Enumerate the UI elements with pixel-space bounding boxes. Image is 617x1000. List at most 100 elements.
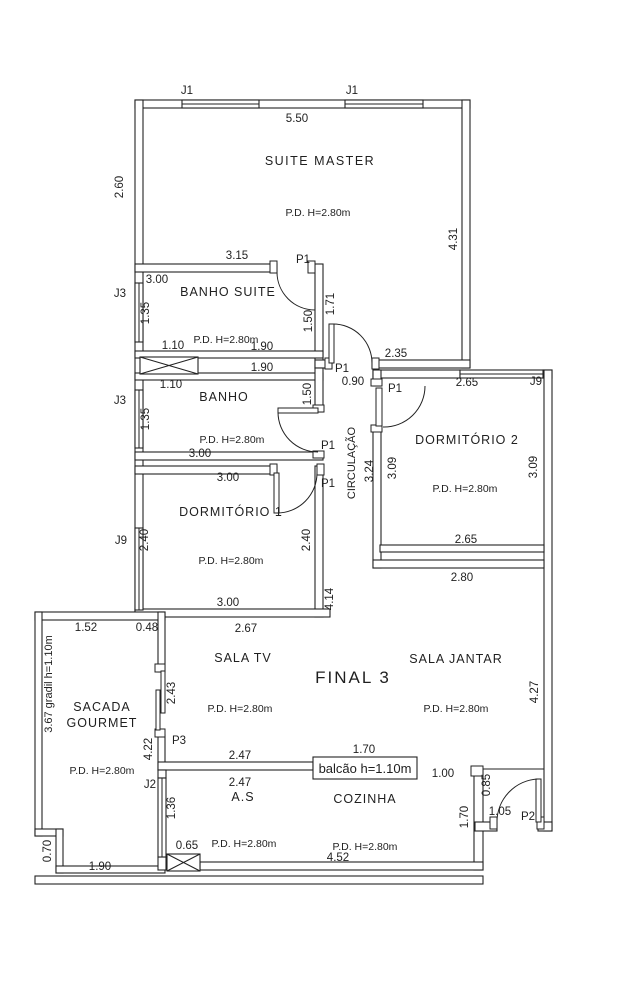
label-dim-sala-jantar-top: 2.80 — [451, 572, 473, 584]
label-window-tag-j2: J2 — [144, 779, 156, 791]
label-dim-entry-recess: 0.85 — [481, 774, 493, 796]
door-p1-dorm1 — [269, 463, 325, 514]
label-dim-passage: 1.00 — [432, 768, 454, 780]
label-pd-dormitorio-2: P.D. H=2.80m — [433, 483, 498, 495]
label-window-tag-j1-left: J1 — [181, 85, 193, 97]
shaft-banho — [139, 356, 199, 375]
window-j9-dorm2 — [459, 369, 544, 379]
label-room-sala-jantar: SALA JANTAR — [409, 652, 502, 666]
label-dim-dorm1-bottom: 3.00 — [217, 597, 239, 609]
label-door-tag-p1-banho-suite: P1 — [296, 254, 310, 266]
door-p1-suite-master — [324, 323, 380, 370]
label-dim-banho-suite-width: 3.00 — [146, 274, 168, 286]
label-dim-cozinha-bottom: 4.52 — [327, 852, 349, 864]
label-room-sacada-line1: SACADA — [73, 700, 130, 714]
label-pd-suite-master: P.D. H=2.80m — [286, 207, 351, 219]
label-dim-banho-suite-top: 3.15 — [226, 250, 248, 262]
label-dim-j3-upper: 1.35 — [140, 302, 152, 324]
door-p1-banho — [277, 404, 325, 459]
label-dim-dorm1-top: 3.00 — [217, 472, 239, 484]
label-door-tag-p3: P3 — [172, 735, 186, 747]
label-door-tag-p1-dorm1: P1 — [321, 478, 335, 490]
label-dim-shaft2: 0.65 — [176, 840, 198, 852]
label-dim-dorm2-bottom: 2.65 — [455, 534, 477, 546]
label-dim-suite-door: 0.90 — [342, 376, 364, 388]
label-dim-gradil: 3.67 gradil h=1.10m — [43, 635, 55, 733]
window-j1-right — [344, 99, 424, 109]
label-room-dormitorio-1: DORMITÓRIO 1 — [179, 504, 283, 519]
doors-layer — [154, 260, 545, 830]
label-dim-banho-right: 1.50 — [302, 383, 314, 405]
label-dim-dorm1-left: 2.40 — [139, 529, 151, 551]
label-dim-entry-door: 1.05 — [489, 806, 511, 818]
label-dim-dorm1-right: 2.40 — [301, 529, 313, 551]
label-dim-p3-glass: 2.43 — [166, 682, 178, 704]
label-dim-corridor-wall: 4.14 — [324, 587, 336, 610]
label-room-as: A.S — [231, 790, 254, 804]
label-door-tag-p1-banho: P1 — [321, 440, 335, 452]
label-door-tag-p1-suite: P1 — [335, 363, 349, 375]
passage-jamb — [470, 765, 484, 777]
label-dim-banho-suite-bottom: 1.90 — [251, 341, 273, 353]
label-dim-j2: 1.36 — [166, 797, 178, 819]
label-dim-shaft1-top: 1.10 — [162, 340, 184, 352]
label-dim-sacada-notch: 0.70 — [42, 840, 54, 862]
label-pd-sala-tv: P.D. H=2.80m — [208, 703, 273, 715]
window-j3-upper — [134, 282, 144, 343]
label-room-suite-master: SUITE MASTER — [265, 154, 375, 168]
window-j9-dorm1 — [134, 527, 144, 611]
label-pd-sacada: P.D. H=2.80m — [70, 765, 135, 777]
label-pd-sala-jantar: P.D. H=2.80m — [424, 703, 489, 715]
label-balcao-label: balcão h=1.10m — [319, 761, 412, 776]
label-door-tag-p2: P2 — [521, 811, 535, 823]
label-dim-balcao: 1.70 — [353, 744, 375, 756]
label-dim-suite-bottom: 2.35 — [385, 348, 407, 360]
label-room-dormitorio-2: DORMITÓRIO 2 — [415, 432, 519, 447]
label-dim-suite-width: 5.50 — [286, 113, 308, 125]
label-dim-j3-lower: 1.35 — [140, 408, 152, 430]
label-pd-as: P.D. H=2.80m — [212, 838, 277, 850]
shaft-cozinha — [166, 853, 201, 872]
label-pd-banho: P.D. H=2.80m — [200, 434, 265, 446]
label-pd-banho-suite: P.D. H=2.80m — [194, 334, 259, 346]
door-p1-banho-suite — [269, 260, 316, 311]
label-window-tag-j1-right: J1 — [346, 85, 358, 97]
label-dim-shaft1-bottom: 1.10 — [160, 379, 182, 391]
label-dim-sacada-height: 4.22 — [143, 738, 155, 760]
label-room-banho-suite: BANHO SUITE — [180, 285, 276, 299]
door-p3-sliding — [154, 663, 166, 738]
label-room-banho: BANHO — [199, 390, 248, 404]
label-dim-cozinha-right: 1.70 — [459, 806, 471, 828]
label-dim-sacada-bottom: 1.90 — [89, 861, 111, 873]
label-dim-banho-top: 1.90 — [251, 362, 273, 374]
label-dim-as-wall-bottom: 2.47 — [229, 777, 251, 789]
label-dim-dorm2-left: 3.09 — [387, 457, 399, 479]
label-door-tag-p1-dorm2: P1 — [388, 383, 402, 395]
label-window-tag-j9-dorm2: J9 — [530, 376, 542, 388]
label-room-sala-tv: SALA TV — [214, 651, 272, 665]
label-window-tag-j9-dorm1: J9 — [115, 535, 127, 547]
label-room-cozinha: COZINHA — [333, 792, 396, 806]
label-pd-cozinha: P.D. H=2.80m — [333, 841, 398, 853]
label-dim-suite-niche: 1.71 — [325, 293, 337, 315]
label-dim-sala-tv-top: 2.67 — [235, 623, 257, 635]
label-room-circulacao: CIRCULAÇÃO — [345, 426, 358, 499]
label-dim-sacada-top-1: 1.52 — [75, 622, 97, 634]
label-dim-suite-right: 4.31 — [448, 228, 460, 250]
walls-layer — [34, 99, 553, 885]
shafts-layer — [139, 356, 201, 872]
label-room-sacada-line2: GOURMET — [67, 716, 138, 730]
door-p1-dorm2 — [370, 378, 426, 433]
balcao-counter — [312, 756, 418, 780]
window-j2 — [157, 777, 167, 858]
label-dim-banho-bottom: 3.00 — [189, 448, 211, 460]
label-window-tag-j3-lower: J3 — [114, 395, 126, 407]
window-j3-lower — [134, 389, 144, 449]
door-p2-entry — [489, 778, 545, 830]
label-pd-dormitorio-1: P.D. H=2.80m — [199, 555, 264, 567]
windows-layer — [134, 99, 544, 858]
label-window-tag-j3-upper: J3 — [114, 288, 126, 300]
